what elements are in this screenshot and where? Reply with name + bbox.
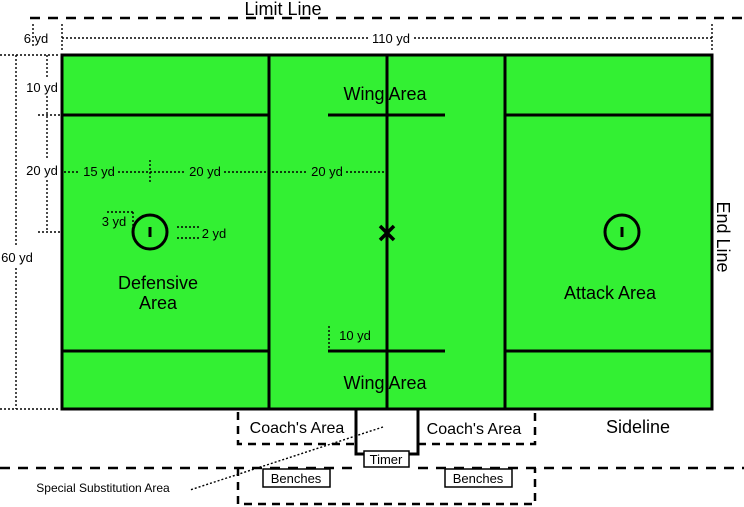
timer-box [363,450,410,468]
coach-area-right-label: Coach's Area [427,421,522,438]
timer-label: Timer [370,452,403,467]
ten-yd-center-dimension: 10 yd [339,328,371,343]
six-yd-dimension: 6 yd [24,31,49,46]
benches-left-box [262,468,331,488]
twenty-yd-left-dimension: 20 yd [26,163,58,178]
field-length-dimension: 110 yd [372,31,410,46]
fifteen-yd-dimension: 15 yd [83,164,115,179]
ten-yd-left-dimension: 10 yd [26,80,58,95]
wing-area-top-label: Wing Area [343,84,427,104]
coach-area-left-label: Coach's Area [250,420,345,437]
benches-left-label: Benches [271,471,322,486]
twenty-yd-dimension-a: 20 yd [189,164,221,179]
attack-goal-crease [603,213,641,251]
sixty-yd-dimension: 60 yd [1,250,33,265]
defensive-area-label-line1: Defensive [118,273,198,293]
dimension-lines [0,24,713,491]
twenty-yd-dimension-b: 20 yd [311,164,343,179]
two-yd-dimension: 2 yd [202,226,227,241]
bench-area-box [236,468,537,506]
attack-area-label: Attack Area [564,283,657,303]
sideline-label: Sideline [606,417,670,437]
benches-right-label: Benches [453,471,504,486]
coach-area-right-box [418,412,537,446]
defensive-goal-crease [131,213,169,251]
special-substitution-area [354,409,420,456]
end-line-label: End Line [713,201,733,272]
coach-area-left-box [236,412,356,446]
wing-area-bottom-label: Wing Area [343,373,427,393]
center-x-mark [378,224,396,242]
three-yd-dimension: 3 yd [102,214,127,229]
benches-right-box [444,468,513,488]
limit-line-label: Limit Line [244,0,321,19]
defensive-area-label-line2: Area [139,293,178,313]
special-substitution-area-label: Special Substitution Area [36,481,170,495]
